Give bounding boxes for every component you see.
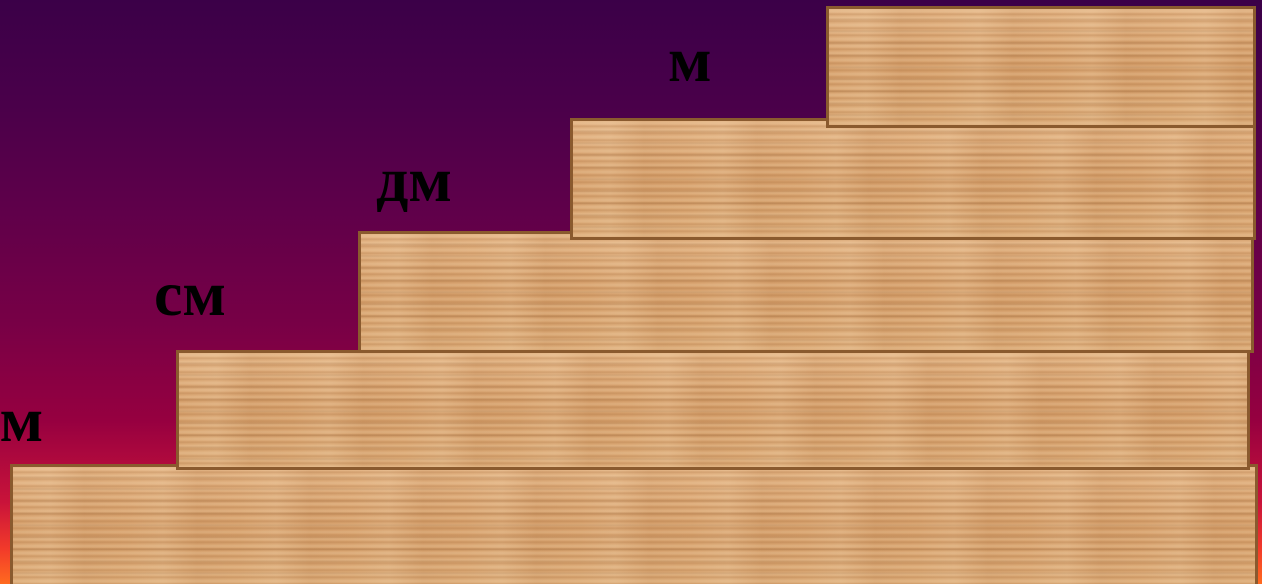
- plank-step-cm: [358, 231, 1254, 353]
- plank-step-dm: [570, 118, 1256, 240]
- unit-label-mm: мм: [0, 388, 43, 452]
- unit-label-m: м: [668, 28, 712, 92]
- unit-label-cm: см: [154, 262, 226, 326]
- unit-label-dm: дм: [376, 148, 452, 212]
- plank-bottom: [10, 464, 1258, 584]
- plank-step-mm: [176, 350, 1250, 470]
- plank-step-m: [826, 6, 1256, 128]
